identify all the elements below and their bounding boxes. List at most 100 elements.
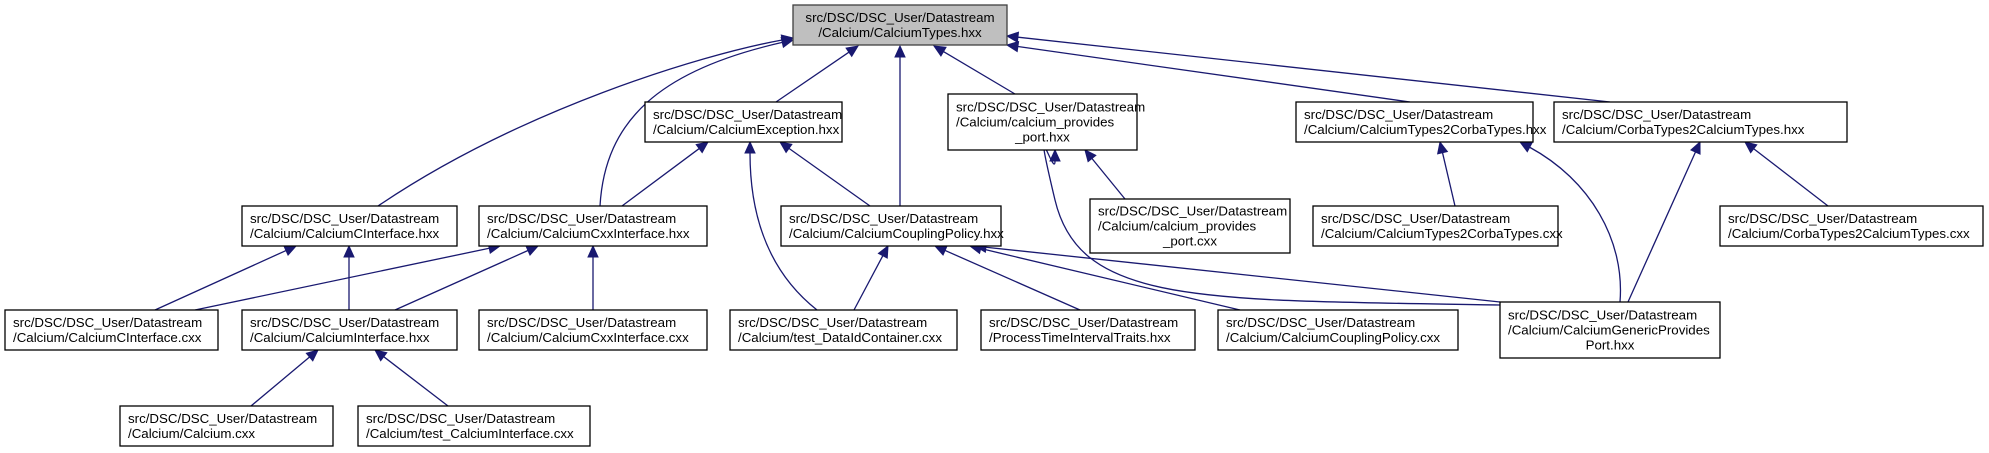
edge-CorbaTypes2CalciumTypes_cxx-to-CorbaTypes2CalciumTypes_hxx [1744, 141, 1829, 207]
node-label-line: src/DSC/DSC_User/Datastream [1304, 107, 1493, 122]
edge-line [980, 247, 1241, 311]
node-label-line: src/DSC/DSC_User/Datastream [1098, 204, 1287, 219]
node-calciumcouplingpolicy-cxx[interactable]: src/DSC/DSC_User/Datastream/Calcium/Calc… [1217, 309, 1459, 351]
node-box [478, 309, 708, 351]
node-calciumtypes2corbatypes-hxx[interactable]: src/DSC/DSC_User/Datastream/Calcium/Calc… [1295, 101, 1547, 143]
node-calciumexception-hxx[interactable]: src/DSC/DSC_User/Datastream/Calcium/Calc… [644, 101, 843, 143]
edge-CalciumTypes2CorbaTypes_hxx-to-root [1005, 40, 1411, 103]
arrowhead-icon [305, 349, 319, 362]
node-label-line: src/DSC/DSC_User/Datastream [956, 100, 1145, 115]
arrowhead-icon [374, 349, 388, 362]
node-processtimeintervaltraits-hxx[interactable]: src/DSC/DSC_User/Datastream/ProcessTimeI… [980, 309, 1196, 351]
node-box [478, 205, 708, 247]
edge-CalciumCouplingPolicy_hxx-to-CalciumException_hxx [779, 141, 871, 207]
node-root[interactable]: src/DSC/DSC_User/Datastream/Calcium/Calc… [792, 4, 1008, 46]
node-label-line: src/DSC/DSC_User/Datastream [738, 315, 927, 330]
edge-CalciumCouplingPolicy_hxx-to-root [894, 44, 906, 206]
arrowhead-icon [1744, 141, 1758, 154]
node-label-line: /Calcium/CalciumTypes2CorbaTypes.hxx [1304, 122, 1547, 137]
node-label-line: /Calcium/CalciumCInterface.hxx [250, 226, 440, 241]
edge-line [194, 247, 490, 311]
node-corbatypes2calciumtypes-cxx[interactable]: src/DSC/DSC_User/Datastream/Calcium/Corb… [1719, 205, 1984, 247]
node-label-line: /ProcessTimeIntervalTraits.hxx [989, 330, 1171, 345]
node-label-line: src/DSC/DSC_User/Datastream [250, 211, 439, 226]
arrowhead-icon [1518, 141, 1533, 153]
node-calciumgenericprovidesport-hxx[interactable]: src/DSC/DSC_User/Datastream/Calcium/Calc… [1499, 301, 1721, 359]
node-calcium-provides-port-cxx[interactable]: src/DSC/DSC_User/Datastream/Calcium/calc… [1089, 198, 1291, 254]
arrowhead-icon [744, 140, 756, 154]
edge-CalciumGenericProvidesPort_hxx-to-CorbaTypes2CalciumTypes_hxx [1627, 140, 1701, 303]
node-box [1089, 198, 1291, 254]
edge-line [788, 147, 871, 207]
node-box [119, 405, 334, 447]
node-label-line: /Calcium/CorbaTypes2CalciumTypes.cxx [1728, 226, 1970, 241]
node-label-line: src/DSC/DSC_User/Datastream [366, 411, 555, 426]
node-label-line: /Calcium/CalciumException.hxx [653, 122, 840, 137]
node-calciumcouplingpolicy-hxx[interactable]: src/DSC/DSC_User/Datastream/Calcium/Calc… [780, 205, 1004, 247]
node-box [644, 101, 843, 143]
edge-line [943, 51, 1016, 95]
node-test-dataidcontainer-cxx[interactable]: src/DSC/DSC_User/Datastream/Calcium/test… [729, 309, 958, 351]
node-calciumcxxinterface-hxx[interactable]: src/DSC/DSC_User/Datastream/Calcium/Calc… [478, 205, 708, 247]
edge-line [154, 249, 287, 311]
node-label-line: /Calcium/CalciumTypes.hxx [818, 25, 982, 40]
edge-Calcium_cxx-to-CalciumInterface_hxx [250, 349, 319, 407]
node-test-calciuminterface-cxx[interactable]: src/DSC/DSC_User/Datastream/Calcium/test… [357, 405, 591, 447]
node-label-line: /Calcium/test_DataIdContainer.cxx [738, 330, 942, 345]
node-label-line: /Calcium/CorbaTypes2CalciumTypes.hxx [1562, 122, 1805, 137]
arrowhead-icon [1005, 31, 1020, 43]
nodes-layer: src/DSC/DSC_User/Datastream/Calcium/Calc… [4, 4, 1984, 447]
node-label-line: src/DSC/DSC_User/Datastream [1508, 308, 1697, 323]
arrowhead-icon [695, 141, 709, 154]
node-calciumcinterface-hxx[interactable]: src/DSC/DSC_User/Datastream/Calcium/Calc… [241, 205, 458, 247]
node-label-line: /Calcium/CalciumCxxInterface.hxx [487, 226, 690, 241]
edge-test_DataIdContainer_cxx-to-CalciumException_hxx [744, 140, 818, 311]
node-calciuminterface-hxx[interactable]: src/DSC/DSC_User/Datastream/Calcium/Calc… [241, 309, 458, 351]
node-box [980, 309, 1196, 351]
edge-line [383, 356, 449, 407]
edge-line [621, 148, 700, 207]
node-box [1553, 101, 1848, 143]
node-label-line: Port.hxx [1586, 338, 1635, 353]
arrowhead-icon [877, 244, 889, 259]
node-box [241, 309, 458, 351]
node-calciumcxxinterface-cxx[interactable]: src/DSC/DSC_User/Datastream/Calcium/Calc… [478, 309, 708, 351]
arrowhead-icon [779, 141, 793, 154]
edge-line [1091, 158, 1126, 200]
arrowhead-icon [343, 244, 355, 258]
node-label-line: src/DSC/DSC_User/Datastream [13, 315, 202, 330]
edge-test_DataIdContainer_cxx-to-CalciumCouplingPolicy_hxx [853, 244, 889, 311]
edge-line [775, 51, 850, 103]
node-calcium-provides-port-hxx[interactable]: src/DSC/DSC_User/Datastream/Calcium/calc… [947, 93, 1145, 151]
arrowhead-icon [1690, 140, 1701, 155]
node-label-line: /Calcium/CalciumCouplingPolicy.hxx [789, 226, 1004, 241]
node-box [241, 205, 458, 247]
edge-CalciumCInterface_cxx-to-CalciumCInterface_hxx [154, 245, 298, 311]
node-label-line: /Calcium/test_CalciumInterface.cxx [366, 426, 574, 441]
arrowhead-icon [283, 245, 298, 257]
node-corbatypes2calciumtypes-hxx[interactable]: src/DSC/DSC_User/Datastream/Calcium/Corb… [1553, 101, 1848, 143]
node-label-line: src/DSC/DSC_User/Datastream [805, 10, 994, 25]
arrowhead-icon [932, 45, 947, 57]
node-box [1217, 309, 1459, 351]
node-box [792, 4, 1008, 46]
arrowhead-icon [525, 245, 540, 256]
node-label-line: src/DSC/DSC_User/Datastream [1321, 211, 1510, 226]
edge-line [1441, 152, 1456, 207]
node-box [729, 309, 958, 351]
node-calciumtypes2corbatypes-cxx[interactable]: src/DSC/DSC_User/Datastream/Calcium/Calc… [1312, 205, 1563, 247]
node-label-line: src/DSC/DSC_User/Datastream [487, 211, 676, 226]
node-calcium-cxx[interactable]: src/DSC/DSC_User/Datastream/Calcium/Calc… [119, 405, 334, 447]
edge-line [1529, 146, 1622, 303]
arrowhead-icon [1437, 140, 1449, 155]
node-box [1295, 101, 1534, 143]
edge-CorbaTypes2CalciumTypes_hxx-to-root [1005, 31, 1611, 103]
node-calciumcinterface-cxx[interactable]: src/DSC/DSC_User/Datastream/Calcium/Calc… [4, 309, 219, 351]
node-label-line: src/DSC/DSC_User/Datastream [128, 411, 317, 426]
node-label-line: /Calcium/calcium_provides [1098, 219, 1256, 234]
edge-line [944, 249, 1081, 311]
edge-CalciumInterface_hxx-to-CalciumCInterface_hxx [343, 244, 355, 310]
edge-CalciumInterface_hxx-to-CalciumCxxInterface_hxx [394, 245, 540, 311]
edge-CalciumCxxInterface_hxx-to-CalciumException_hxx [621, 141, 709, 207]
edges-layer [154, 31, 1829, 407]
